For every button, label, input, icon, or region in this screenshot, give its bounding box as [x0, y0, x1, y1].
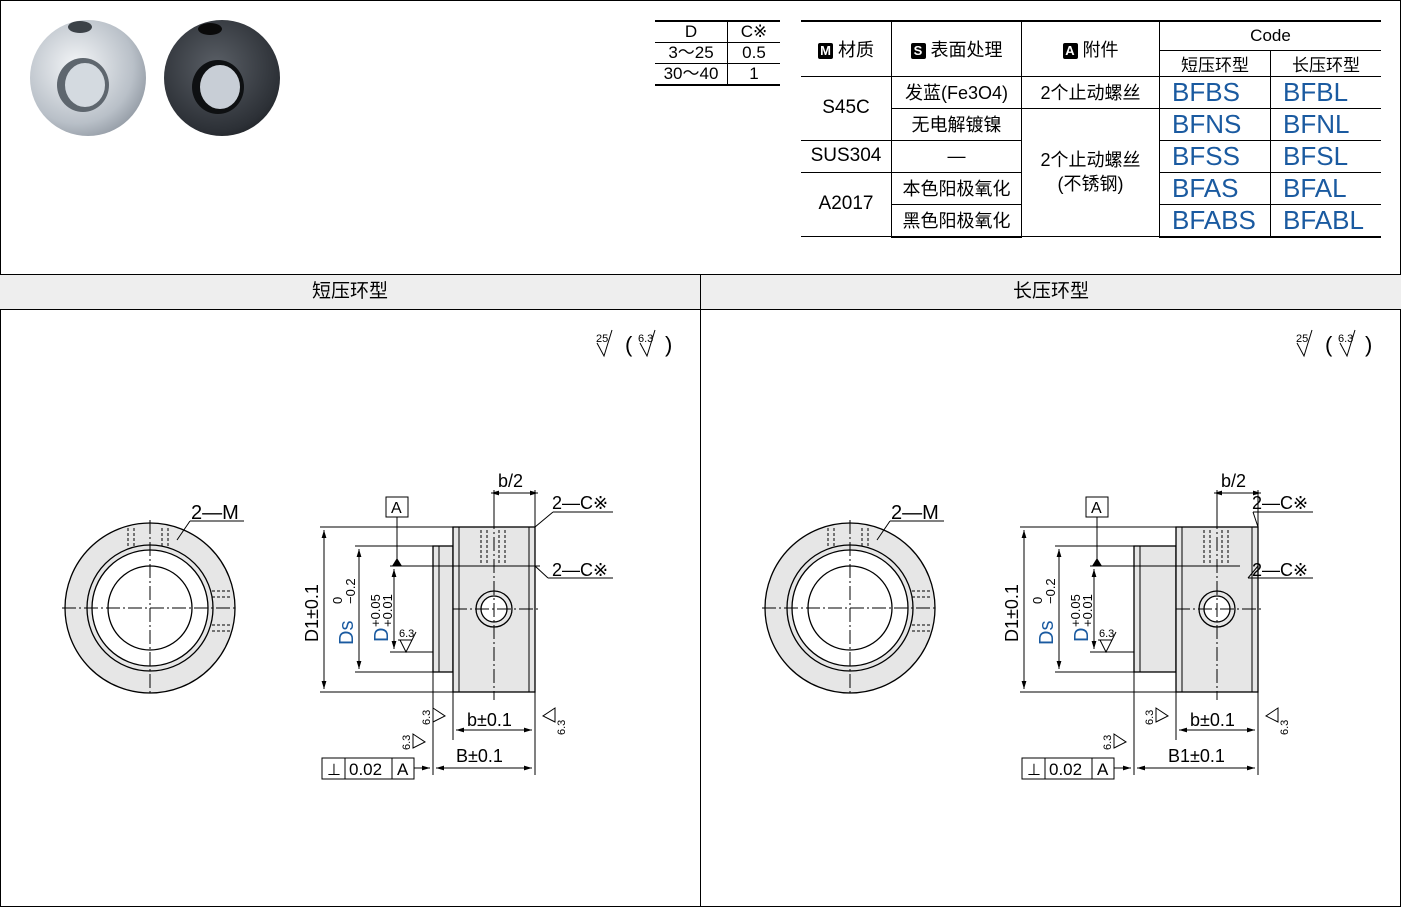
header-long: 长压环型: [1270, 49, 1381, 77]
accessory-row1: 2个止动螺丝: [1021, 75, 1160, 109]
code-short-row3: BFSS: [1159, 139, 1271, 173]
code-long-row2: BFNL: [1270, 107, 1381, 141]
code-long-row1: BFBL: [1270, 75, 1381, 109]
section-title-long: 长压环型: [701, 274, 1401, 310]
cell-c-row1: 0.5: [727, 42, 780, 64]
material-s45c: S45C: [801, 75, 892, 141]
cell-d-row1: 3～25: [655, 42, 728, 64]
header-short: 短压环型: [1159, 49, 1271, 77]
code-long-row4: BFAL: [1270, 171, 1381, 205]
product-photo-black: [164, 20, 280, 136]
material-a2017: A2017: [801, 171, 892, 237]
code-long-row3: BFSL: [1270, 139, 1381, 173]
code-short-row4: BFAS: [1159, 171, 1271, 205]
code-short-row2: BFNS: [1159, 107, 1271, 141]
accessory-row2: 2个止动螺丝 (不锈钢): [1021, 107, 1160, 237]
surface-row1: 发蓝(Fe3O4): [891, 75, 1022, 109]
code-long-row5: BFABL: [1270, 203, 1381, 238]
surface-badge: S: [910, 42, 926, 59]
surface-row5: 黑色阳极氧化: [891, 203, 1022, 238]
accessory-badge: A: [1062, 42, 1078, 59]
code-short-row1: BFBS: [1159, 75, 1271, 109]
header-c: C※: [727, 20, 780, 43]
chamfer-table: D C※ 3～25 0.5 30～40 1: [655, 20, 780, 86]
surface-row2: 无电解镀镍: [891, 107, 1022, 141]
section-title-short: 短压环型: [0, 274, 700, 310]
cell-d-row2: 30～40: [655, 63, 728, 86]
header-d: D: [655, 20, 728, 43]
material-badge: M: [818, 42, 833, 59]
material-sus304: SUS304: [801, 139, 892, 173]
header-code: Code: [1159, 20, 1381, 51]
product-photo-silver: [30, 20, 146, 136]
surface-row4: 本色阳极氧化: [891, 171, 1022, 205]
surface-row3: —: [891, 139, 1022, 173]
code-short-row5: BFABS: [1159, 203, 1271, 238]
section-divider: [700, 274, 701, 907]
cell-c-row2: 1: [727, 63, 780, 86]
